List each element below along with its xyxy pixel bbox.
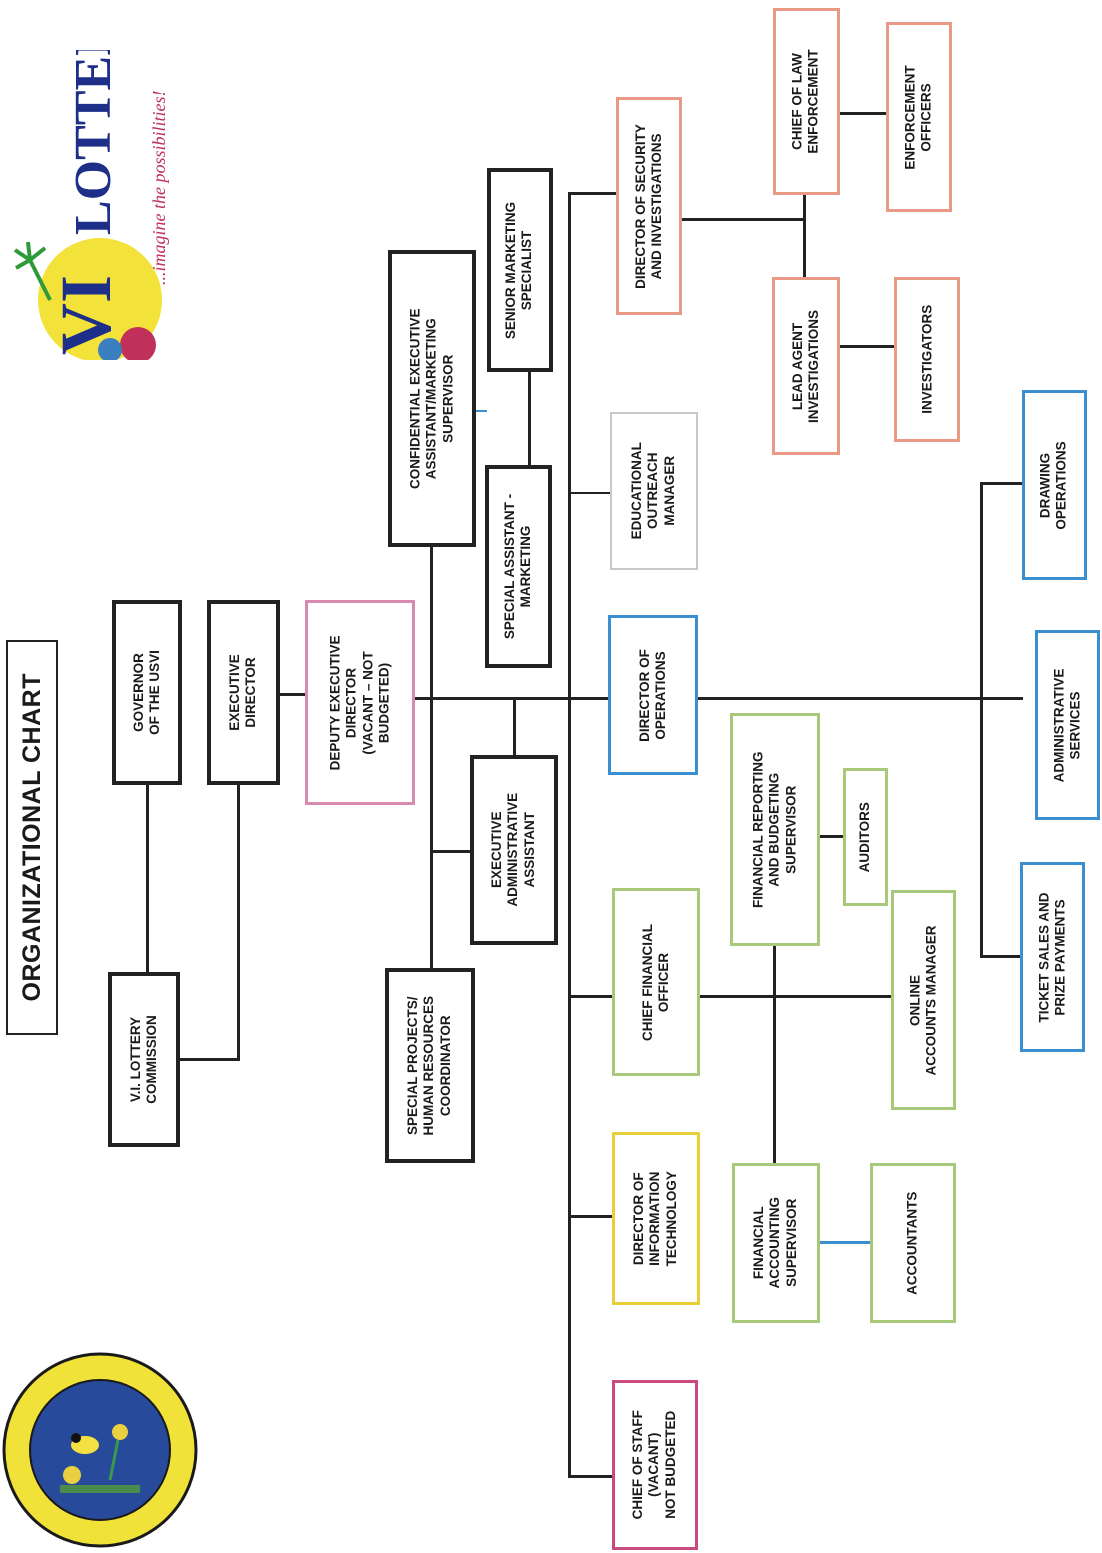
node-chief-law-enforcement: CHIEF OF LAW ENFORCEMENT (773, 8, 840, 195)
logo-brand-text: VI (46, 275, 126, 355)
node-lead-agent-investigations: LEAD AGENT INVESTIGATIONS (772, 277, 840, 455)
connector-line (838, 345, 895, 348)
connector-line (280, 693, 306, 696)
connector-line (773, 945, 776, 1165)
connector-line (568, 492, 610, 494)
node-chief-of-staff: CHIEF OF STAFF (VACANT) NOT BUDGETED (612, 1380, 698, 1550)
seal-flower-icon (63, 1424, 128, 1484)
connector-line (237, 785, 240, 1060)
connector-line (680, 218, 805, 221)
node-drawing-operations: DRAWING OPERATIONS (1022, 390, 1087, 580)
connector-line (146, 785, 149, 975)
node-commission: V.I. LOTTERY COMMISSION (108, 972, 180, 1147)
connector-line (980, 955, 1024, 958)
page-title: ORGANIZATIONAL CHART (6, 640, 58, 1035)
node-deputy-executive-director: DEPUTY EXECUTIVE DIRECTOR (VACANT – NOT … (305, 600, 415, 805)
node-director-operations: DIRECTOR OF OPERATIONS (608, 615, 698, 775)
connector-line (413, 697, 1023, 700)
seal-bird-icon (71, 1433, 99, 1454)
connector-line (180, 1058, 240, 1061)
node-auditors: AUDITORS (843, 768, 888, 906)
node-confidential-executive-assistant: CONFIDENTIAL EXECUTIVE ASSISTANT/MARKETI… (388, 250, 476, 547)
connector-line (803, 190, 806, 278)
node-enforcement-officers: ENFORCEMENT OFFICERS (886, 22, 952, 212)
logo-sun-icon (38, 238, 162, 360)
node-administrative-services: ADMINISTRATIVE SERVICES (1035, 630, 1100, 820)
connector-line (980, 482, 983, 957)
connector-line (568, 1475, 613, 1478)
connector-line (432, 850, 472, 853)
connector-line (568, 1215, 613, 1218)
connector-line (528, 370, 531, 467)
connector-line (818, 1241, 870, 1244)
connector-line (568, 995, 613, 998)
svg-text:LOTTERY: LOTTERY (65, 50, 122, 235)
connector-line (698, 995, 892, 998)
connector-line (838, 112, 888, 115)
node-accountants: ACCOUNTANTS (870, 1163, 956, 1323)
node-special-assistant-marketing: SPECIAL ASSISTANT - MARKETING (485, 465, 552, 668)
node-special-projects-hr-coordinator: SPECIAL PROJECTS/ HUMAN RESOURCES COORDI… (385, 968, 475, 1163)
node-financial-accounting-supervisor: FINANCIAL ACCOUNTING SUPERVISOR (732, 1163, 820, 1323)
node-director-security: DIRECTOR OF SECURITY AND INVESTIGATIONS (616, 97, 682, 315)
node-director-information-technology: DIRECTOR OF INFORMATION TECHNOLOGY (612, 1132, 700, 1305)
node-executive-director: EXECUTIVE DIRECTOR (207, 600, 280, 785)
node-governor: GOVERNOR OF THE USVI (112, 600, 182, 785)
node-financial-reporting-supervisor: FINANCIAL REPORTING AND BUDGETING SUPERV… (730, 713, 820, 946)
connector-line (430, 545, 433, 970)
palm-tree-icon (13, 241, 52, 301)
connector-line (568, 192, 616, 195)
vi-lottery-logo: VI LOTTERY ...imagine the possibilities! (13, 50, 169, 360)
node-online-accounts-manager: ONLINE ACCOUNTS MANAGER (891, 890, 956, 1110)
node-executive-administrative-assistant: EXECUTIVE ADMINISTRATIVE ASSISTANT (470, 755, 558, 945)
connector-line (513, 698, 516, 756)
connector-line (980, 482, 1024, 485)
connector-line (817, 835, 845, 838)
government-seal (2, 1352, 198, 1548)
connector-line (475, 410, 487, 412)
node-ticket-sales-prize-payments: TICKET SALES AND PRIZE PAYMENTS (1020, 862, 1085, 1052)
node-investigators: INVESTIGATORS (894, 277, 960, 442)
node-chief-financial-officer: CHIEF FINANCIAL OFFICER (612, 888, 700, 1076)
node-senior-marketing-specialist: SENIOR MARKETING SPECIALIST (487, 168, 553, 372)
node-educational-outreach-manager: EDUCATIONAL OUTREACH MANAGER (610, 412, 698, 570)
connector-line (568, 192, 571, 1477)
logo-tagline: ...imagine the possibilities! (149, 91, 169, 285)
